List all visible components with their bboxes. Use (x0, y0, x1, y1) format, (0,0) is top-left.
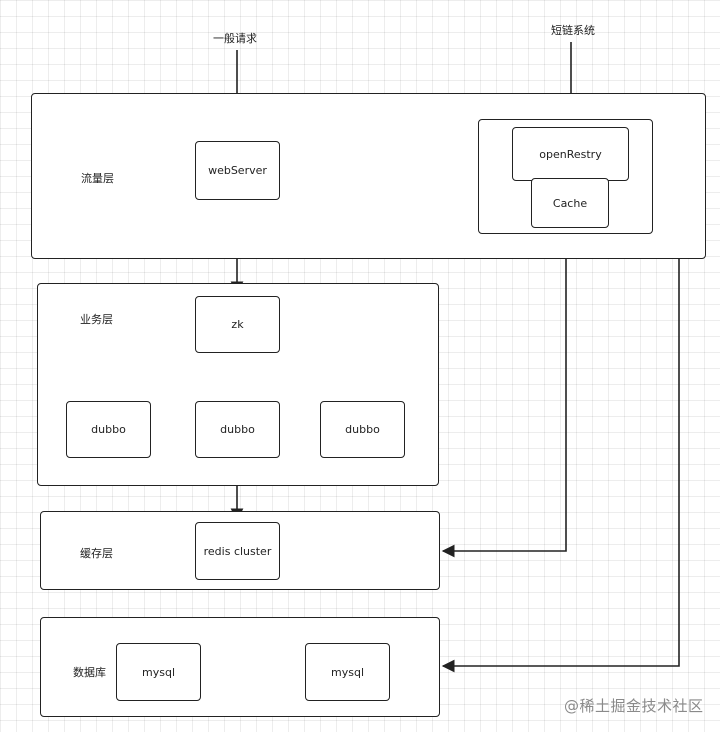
traffic-layer-label: 流量层 (81, 172, 114, 185)
openrestry-node: openRestry (512, 127, 629, 181)
dubbo-node-right: dubbo (320, 401, 405, 458)
normal-request-label: 一般请求 (213, 32, 257, 45)
mysql-node-right: mysql (305, 643, 390, 701)
short-link-system-label: 短链系统 (551, 24, 595, 37)
webserver-node: webServer (195, 141, 280, 200)
cache-layer-label: 缓存层 (80, 547, 113, 560)
dubbo-node-left: dubbo (66, 401, 151, 458)
cache-node: Cache (531, 178, 609, 228)
watermark: @稀土掘金技术社区 (564, 697, 704, 715)
arrow-cache-to-cache-layer (441, 232, 567, 558)
business-layer-label: 业务层 (80, 313, 113, 326)
dubbo-node-center: dubbo (195, 401, 280, 458)
redis-cluster-node: redis cluster (195, 522, 280, 580)
zk-node: zk (195, 296, 280, 353)
mysql-node-left: mysql (116, 643, 201, 701)
database-layer-label: 数据库 (73, 666, 106, 679)
